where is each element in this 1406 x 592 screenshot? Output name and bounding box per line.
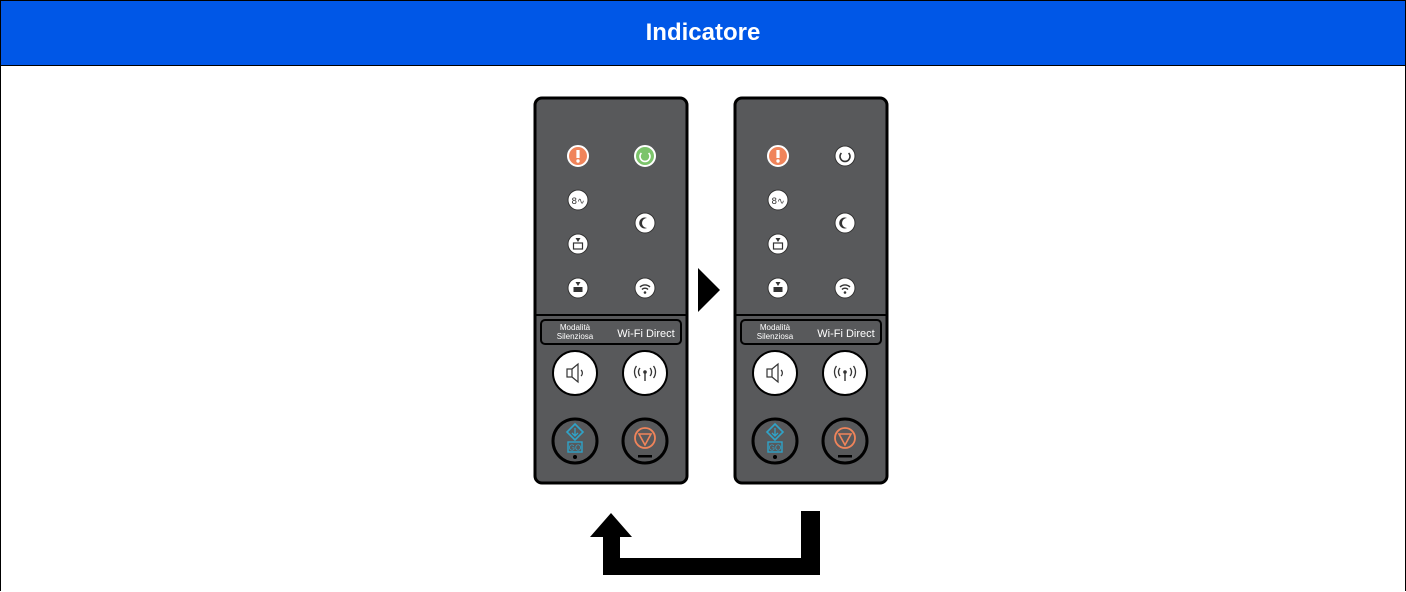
wifi-direct-label: Wi-Fi Direct [617,328,674,340]
stop-button[interactable] [621,417,669,465]
svg-text:8∿: 8∿ [771,197,784,207]
attention-indicator-icon [567,145,589,167]
silent-mode-label-line2: Silenziosa [757,332,794,341]
power-indicator-icon [834,145,856,167]
transition-arrow-icon [698,268,720,312]
silent-mode-label-line2: Silenziosa [557,332,594,341]
attention-indicator-icon [767,145,789,167]
go-icon: GO [765,422,785,453]
silent-mode-label-line1: Modalità [560,323,591,332]
silent-mode-button[interactable] [752,350,798,396]
paper-jam-indicator-icon [767,233,789,255]
go-icon: GO [565,422,585,453]
wifi-direct-label: Wi-Fi Direct [817,328,874,340]
page-title: Indicatore [645,19,761,46]
header-bar: Indicatore [1,1,1405,66]
speaker-icon [566,362,583,384]
wifi-indicator-icon [634,277,656,299]
toner-indicator-icon: 8∿ [567,189,589,211]
stop-icon [634,427,656,449]
svg-text:8∿: 8∿ [571,197,584,207]
wifi-direct-button[interactable] [822,350,868,396]
wireless-icon [833,365,857,381]
power-indicator-icon [634,145,656,167]
control-panel-after: 8∿ Modalità Silenziosa Wi-Fi Direct [733,96,889,485]
sleep-indicator-icon [634,212,656,234]
toner-indicator-icon: 8∿ [767,189,789,211]
sleep-indicator-icon [834,212,856,234]
svg-text:GO: GO [769,444,781,453]
silent-mode-label-line1: Modalità [760,323,791,332]
control-panel-before: 8∿ Modalità Silenziosa Wi-Fi Direct [533,96,689,485]
svg-text:GO: GO [569,444,581,453]
label-strip [540,319,682,345]
stop-button[interactable] [821,417,869,465]
stop-icon [834,427,856,449]
paper-jam-indicator-icon [567,233,589,255]
loop-back-arrow-icon [590,511,820,575]
go-button[interactable]: GO [751,417,799,465]
go-button[interactable]: GO [551,417,599,465]
speaker-icon [766,362,783,384]
wireless-icon [633,365,657,381]
label-strip [740,319,882,345]
paper-indicator-icon [567,277,589,299]
paper-indicator-icon [767,277,789,299]
wifi-indicator-icon [834,277,856,299]
silent-mode-button[interactable] [552,350,598,396]
wifi-direct-button[interactable] [622,350,668,396]
